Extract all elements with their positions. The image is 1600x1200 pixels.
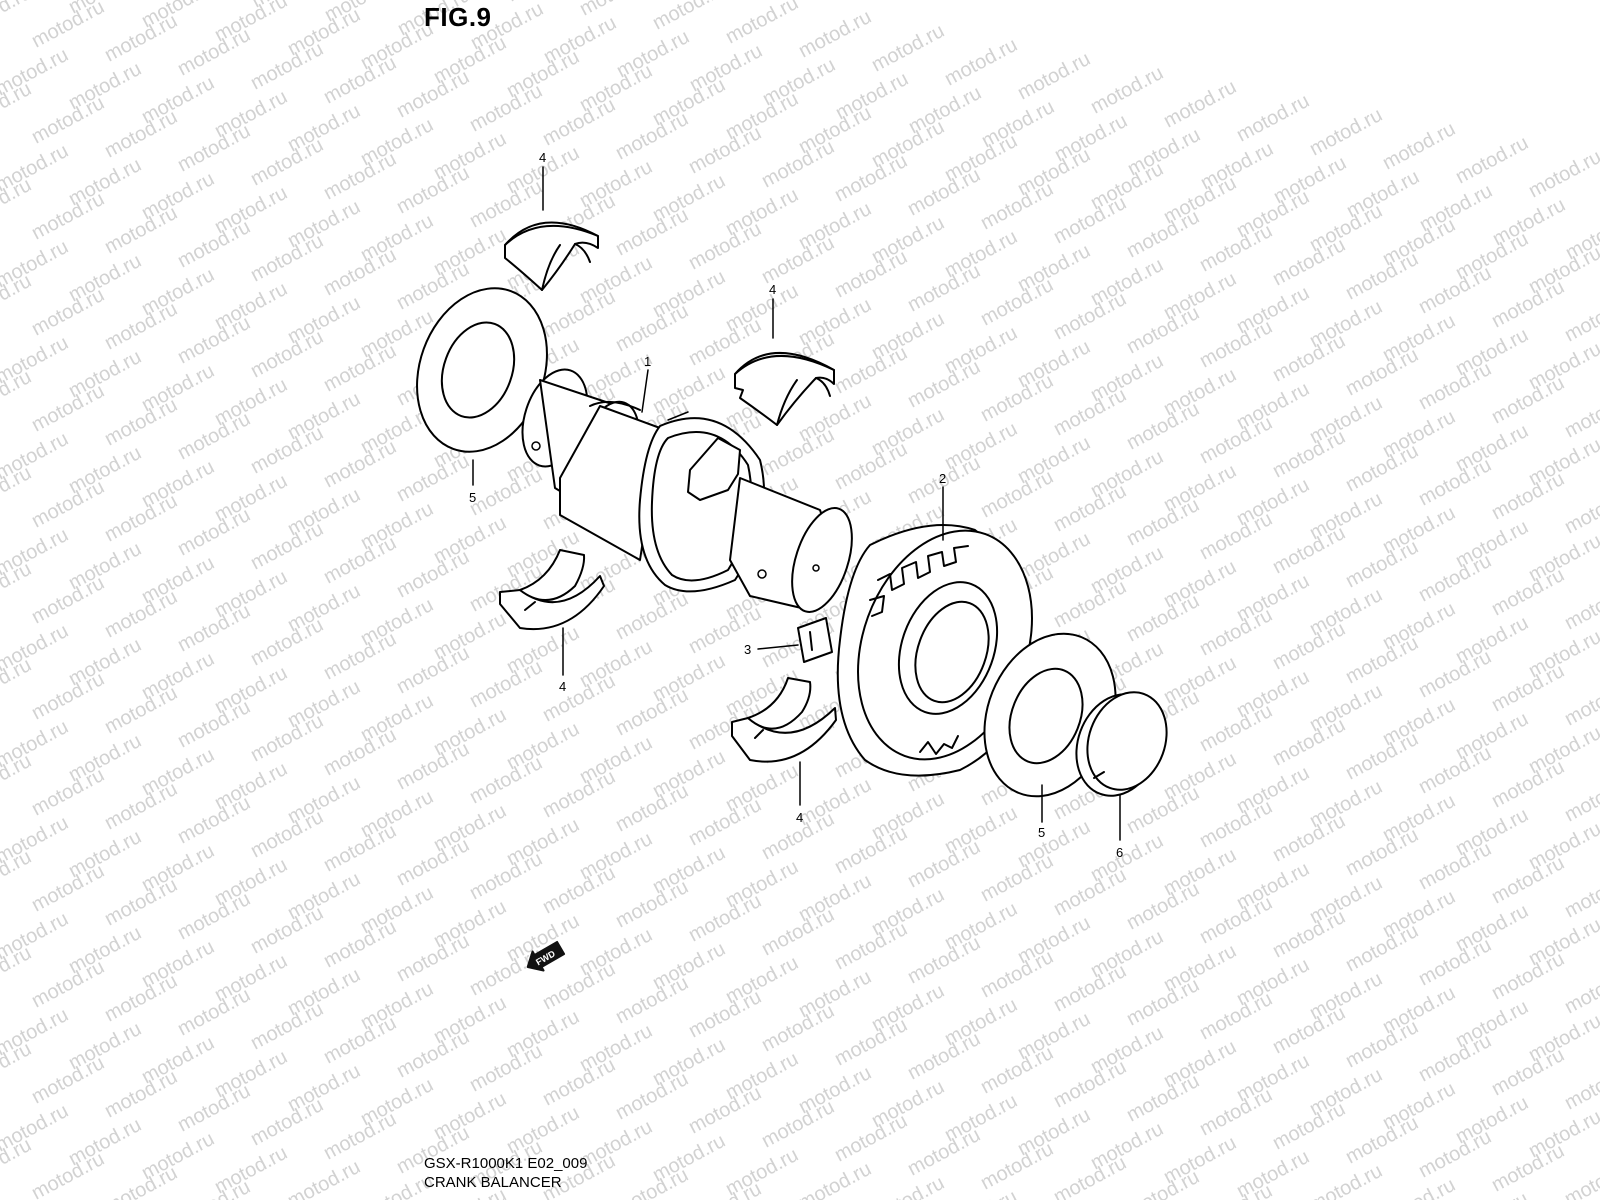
- callout-5-left: 5: [469, 490, 476, 505]
- key[interactable]: [797, 617, 833, 663]
- figure-caption: GSX-R1000K1 E02_009 CRANK BALANCER: [424, 1154, 587, 1192]
- watermark-text: motod.ru: [1233, 90, 1313, 146]
- watermark-text: motod.ru: [941, 1186, 1021, 1200]
- watermark-text: motod.ru: [1014, 48, 1094, 104]
- callout-4-upper-right: 4: [769, 282, 776, 297]
- watermark-text: motod.ru: [1160, 76, 1240, 132]
- thrust-washer-left[interactable]: [395, 270, 569, 470]
- watermark-text: motod.ru: [1306, 1160, 1386, 1200]
- bearing-shell-upper-left[interactable]: [504, 221, 599, 291]
- callout-6: 6: [1116, 845, 1123, 860]
- leader-lines: [472, 166, 1121, 841]
- watermark-text: motod.ru: [1379, 1174, 1459, 1200]
- bearing-shell-lower-right[interactable]: [731, 677, 837, 763]
- watermark-text: motod.ru: [795, 1158, 875, 1200]
- callout-1: 1: [644, 354, 651, 369]
- watermark-text: motod.ru: [868, 20, 948, 76]
- callout-5-right: 5: [1038, 825, 1045, 840]
- bearing-shell-upper-right[interactable]: [734, 351, 835, 426]
- balancer-shaft[interactable]: [511, 361, 863, 619]
- callout-labels: 4 4 1 2 3 5 4 4 5 6: [469, 150, 1123, 860]
- watermark-text: motod.ru: [1087, 62, 1167, 118]
- watermark-text: motod.ru: [1379, 118, 1459, 174]
- watermark-text: motod.ru: [941, 34, 1021, 90]
- watermark-text: motod.ru: [1525, 146, 1600, 202]
- watermark-text: motod.ru: [576, 0, 656, 20]
- watermark-text: motod.ru: [649, 0, 729, 34]
- callout-4-upper-left: 4: [539, 150, 546, 165]
- bearing-shell-lower-left[interactable]: [499, 549, 605, 630]
- watermark-text: motod.ru: [722, 0, 802, 48]
- figure-code: GSX-R1000K1 E02_009: [424, 1155, 588, 1172]
- figure-label: FIG.9: [424, 2, 492, 32]
- watermark-text: motod.ru: [795, 6, 875, 62]
- watermark-text: motod.ru: [28, 0, 108, 52]
- watermark-text: motod.ru: [1452, 1188, 1532, 1200]
- watermark-text: motod.ru: [868, 1172, 948, 1200]
- watermark-text: motod.ru: [1561, 1154, 1600, 1200]
- watermark-text: motod.ru: [284, 1156, 364, 1200]
- watermark-text: motod.ru: [1452, 132, 1532, 188]
- figure-title: CRANK BALANCER: [424, 1174, 562, 1191]
- cap[interactable]: [1063, 681, 1180, 808]
- callout-3: 3: [744, 642, 751, 657]
- callout-2: 2: [939, 471, 946, 486]
- watermark-text: motod.ru: [503, 0, 583, 6]
- watermark-text: motod.ru: [1306, 104, 1386, 160]
- callout-4-lower-right: 4: [796, 810, 803, 825]
- callout-4-lower-left: 4: [559, 679, 566, 694]
